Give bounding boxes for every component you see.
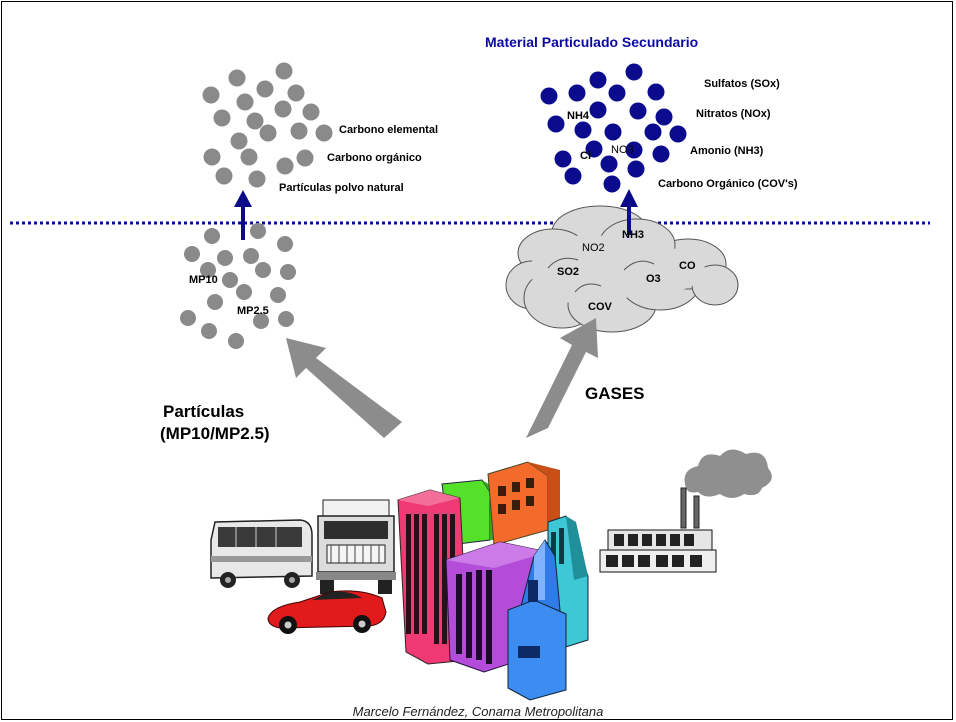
bus-icon [210,519,313,588]
cloud-label-nh3: NH3 [622,229,645,241]
cloud-label-cov: COV [588,301,612,313]
secondary-particles [540,63,687,193]
cluster-label-mp25: MP2.5 [237,305,269,317]
gas-cloud [505,205,739,333]
label-amonio: Amonio (NH3) [690,145,764,157]
label-carbono-organico-cov: Carbono Orgánico (COV's) [658,178,798,190]
car-icon [267,590,387,634]
cluster-label-cl: Cl [580,150,591,162]
label-particulas-polvo: Partículas polvo natural [279,182,404,194]
factory-icon [599,449,772,573]
cloud-label-co: CO [679,260,696,272]
cloud-label-o3: O3 [646,273,661,285]
primary-up-arrow [234,190,252,240]
label-carbono-elemental: Carbono elemental [339,124,439,136]
label-nitratos: Nitratos (NOx) [696,108,771,120]
cloud-label-so2: SO2 [557,266,580,278]
particles-big-arrow [286,338,402,438]
primary-particles-upper [202,62,333,188]
gases-big-arrow [526,318,598,438]
truck-icon [316,499,396,594]
particulas-label-line2: (MP10/MP2.5) [160,424,270,443]
cluster-label-mp10: MP10 [189,274,218,286]
gas-cloud-inner-lines [547,257,655,293]
buildings-icon [397,461,589,701]
footer-credit: Marcelo Fernández, Conama Metropolitana [352,704,604,719]
secondary-title: Material Particulado Secundario [485,34,699,50]
gases-label: GASES [585,384,645,403]
label-carbono-organico: Carbono orgánico [327,152,422,164]
cloud-label-no2: NO2 [582,242,605,254]
cluster-label-no3: NO3 [611,144,634,156]
particulas-label-line1: Partículas [163,402,245,421]
secondary-up-arrow [620,189,638,235]
cluster-label-nh4: NH4 [567,110,590,122]
label-sulfatos: Sulfatos (SOx) [704,78,780,90]
primary-particles-lower [180,223,296,349]
